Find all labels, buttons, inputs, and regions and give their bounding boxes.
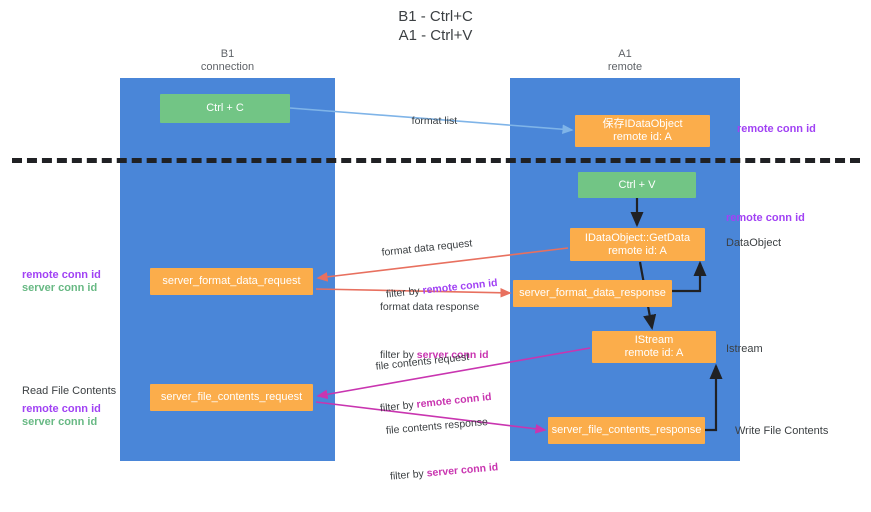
column-header-b1: B1 connection <box>200 48 255 73</box>
node-server-format-data-request-label: server_format_data_request <box>162 275 301 287</box>
phase-divider <box>12 158 860 163</box>
edge-label-format-data-response: format data response filter by server co… <box>380 272 489 390</box>
node-ctrl-v[interactable]: Ctrl + V <box>578 172 696 198</box>
node-idataobject-getdata[interactable]: IDataObject::GetData remote id: A <box>570 228 705 261</box>
node-save-idataobject-label: 保存IDataObject <box>602 118 683 130</box>
edge-label-format-data-response-line2: filter by server conn id <box>380 348 489 362</box>
filter-by-prefix: filter by <box>389 467 428 483</box>
node-server-file-contents-response[interactable]: server_file_contents_response <box>548 417 705 444</box>
edge-label-format-list: format list <box>400 100 458 142</box>
filter-key-server-conn-id: server conn id <box>426 461 499 480</box>
annotation-left-server-conn-id-mid: server conn id <box>22 282 98 294</box>
filter-key-server-conn-id: server conn id <box>416 349 489 361</box>
node-ctrl-v-label: Ctrl + V <box>618 178 656 191</box>
annotation-remote-conn-id-mid: remote conn id <box>726 212 805 224</box>
edge-label-format-data-response-line1: format data response <box>380 301 480 313</box>
node-server-format-data-request[interactable]: server_format_data_request <box>150 268 313 295</box>
annotation-remote-conn-id-top: remote conn id <box>737 123 816 135</box>
node-istream-label: IStream <box>634 334 674 346</box>
annotation-istream: Istream <box>726 343 763 355</box>
annotation-write-file-contents: Write File Contents <box>735 425 829 437</box>
edge-label-file-contents-response-line1: file contents response <box>385 415 489 437</box>
node-ctrl-c[interactable]: Ctrl + C <box>160 94 290 123</box>
annotation-dataobject: DataObject <box>726 237 782 249</box>
column-header-a1: A1 remote <box>607 48 643 73</box>
node-ctrl-c-label: Ctrl + C <box>206 102 244 114</box>
edge-label-file-contents-request-line1: file contents request <box>375 351 470 373</box>
diagram-canvas: B1 - Ctrl+C A1 - Ctrl+V B1 connection A1… <box>12 8 860 483</box>
edge-label-file-contents-response: file contents response filter by server … <box>383 387 501 512</box>
node-server-file-contents-request[interactable]: server_file_contents_request <box>150 384 313 411</box>
annotation-left-server-conn-id-bottom: server conn id <box>22 416 98 428</box>
node-server-format-data-response[interactable]: server_format_data_response <box>513 280 672 307</box>
page-title-line-1: B1 - Ctrl+C <box>398 8 473 25</box>
page-title-line-2: A1 - Ctrl+V <box>398 27 473 44</box>
annotation-left-remote-conn-id-mid: remote conn id <box>22 269 101 281</box>
edge-label-format-data-request-line1: format data request <box>381 237 473 259</box>
node-idataobject-getdata-sublabel: remote id: A <box>608 244 667 257</box>
edge-label-file-contents-response-line2: filter by server conn id <box>389 460 499 483</box>
node-server-file-contents-request-label: server_file_contents_request <box>160 391 303 403</box>
node-server-format-data-response-label: server_format_data_response <box>519 287 666 299</box>
node-server-file-contents-response-label: server_file_contents_response <box>551 424 702 436</box>
annotation-left-remote-conn-id-bottom: remote conn id <box>22 403 101 415</box>
node-save-idataobject-sublabel: remote id: A <box>613 131 672 143</box>
node-idataobject-getdata-label: IDataObject::GetData <box>584 231 691 244</box>
node-save-idataobject[interactable]: 保存IDataObject remote id: A <box>575 115 710 147</box>
node-istream[interactable]: IStream remote id: A <box>592 331 716 363</box>
filter-by-prefix: filter by <box>380 349 417 361</box>
annotation-read-file-contents: Read File Contents <box>22 385 117 397</box>
edge-label-format-list-text: format list <box>411 115 458 127</box>
node-istream-sublabel: remote id: A <box>624 347 684 359</box>
